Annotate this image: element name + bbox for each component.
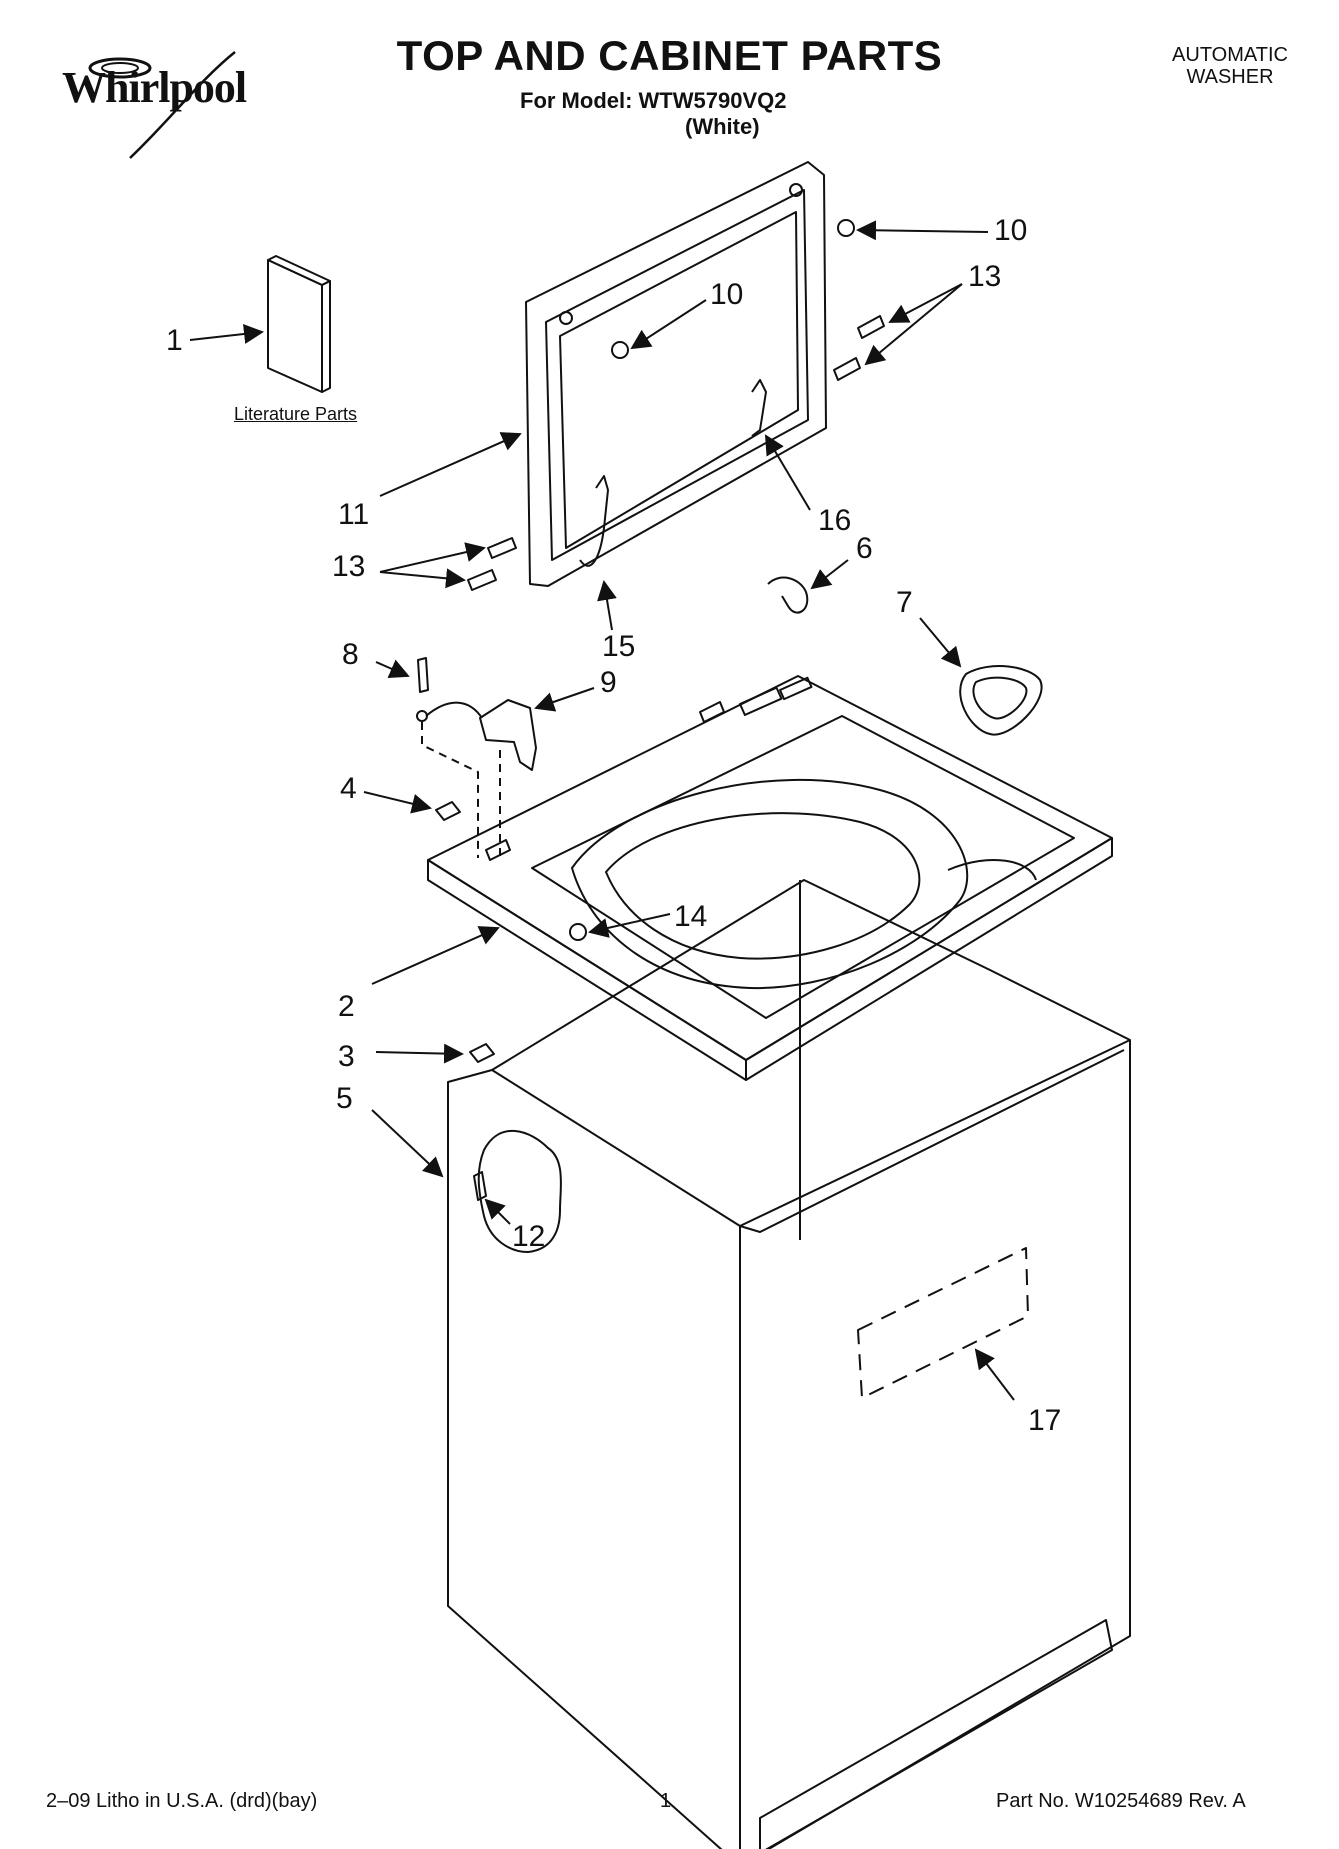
logo-swirl-icon [88,51,236,159]
callout-13-left: 13 [332,550,366,583]
callout-9: 9 [600,666,617,699]
clip-4 [435,801,461,821]
dispenser-cup [959,665,1043,736]
callout-3: 3 [338,1040,355,1073]
lid-screws [467,219,885,591]
callout-15: 15 [602,630,636,663]
cabinet [447,879,1131,1849]
literature-parts-caption: Literature Parts [234,404,358,424]
callout-4: 4 [340,772,357,805]
literature-booklet [267,255,331,393]
top-panel [427,675,1113,1081]
lid-switch [416,657,537,858]
callout-17: 17 [1028,1404,1062,1437]
footer-part-number: Part No. W10254689 Rev. A [996,1790,1246,1812]
callout-14: 14 [674,900,708,933]
callout-6: 6 [856,532,873,565]
lid-assembly [525,161,827,587]
callout-13-right: 13 [968,260,1002,293]
footer-page-number: 1 [660,1790,672,1812]
callout-7: 7 [896,586,913,619]
callout-1: 1 [166,324,183,357]
callout-8: 8 [342,638,359,671]
callout-10-lid: 10 [710,278,744,311]
page-title: TOP AND CABINET PARTS [396,32,943,79]
callout-12: 12 [512,1220,546,1253]
appliance-line-1: AUTOMATIC [1172,44,1288,66]
appliance-line-2: WASHER [1186,66,1274,88]
callout-11: 11 [338,498,370,531]
color-line: (White) [685,114,760,139]
callout-10-top: 10 [994,214,1028,247]
model-line: For Model: WTW5790VQ2 [520,88,787,113]
footer-litho: 2–09 Litho in U.S.A. (drd)(bay) [46,1790,318,1812]
leader-lines [189,220,1015,1401]
appliance-type: AUTOMATIC WASHER [1150,44,1310,88]
callout-16: 16 [818,504,852,537]
part-clip [767,576,809,614]
callout-5: 5 [336,1082,353,1115]
callout-2: 2 [338,990,355,1023]
